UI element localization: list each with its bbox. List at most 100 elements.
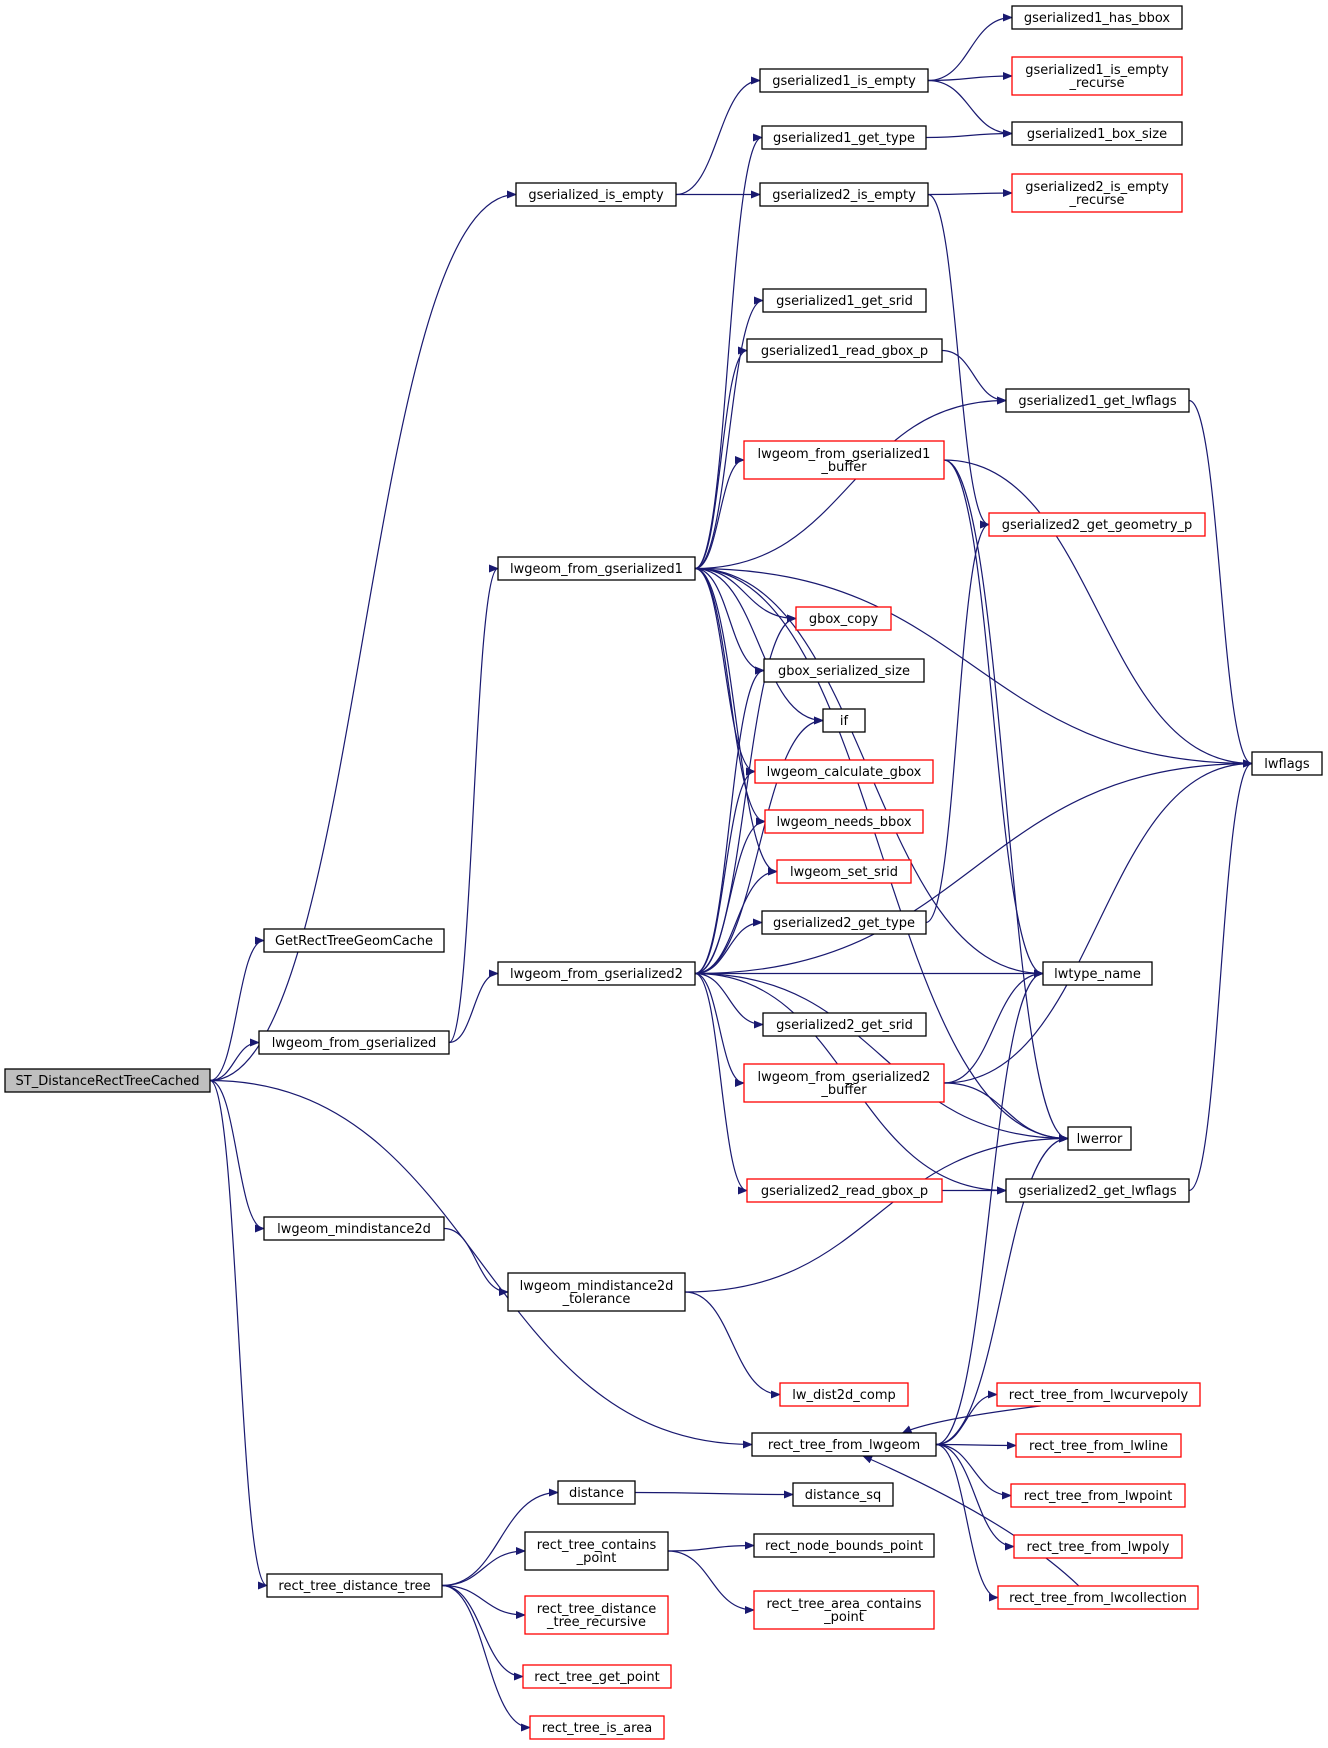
edge-lwgeom-from-gserialized2-to-gserialized2-get-srid — [694, 972, 764, 1029]
node-label: _buffer — [820, 460, 867, 475]
node-rect-tree-from-lwgeom[interactable]: rect_tree_from_lwgeom — [751, 1432, 937, 1457]
node-box — [996, 1382, 1201, 1407]
node-rect-node-bounds-point[interactable]: rect_node_bounds_point — [753, 1533, 935, 1558]
node-lwgeom-calculate-gbox[interactable]: lwgeom_calculate_gbox — [754, 759, 934, 784]
node-lwgeom-from-gserialized[interactable]: lwgeom_from_gserialized — [258, 1030, 450, 1055]
node-rect-tree-is-area[interactable]: rect_tree_is_area — [529, 1715, 665, 1740]
node-rect-tree-from-lwline[interactable]: rect_tree_from_lwline — [1015, 1433, 1182, 1458]
node-box — [822, 708, 866, 733]
node-rect-tree-from-lwcollection[interactable]: rect_tree_from_lwcollection — [997, 1585, 1199, 1610]
edge-lwgeom-from-gserialized1-to-gserialized1-read-gbox-p — [694, 346, 748, 570]
node-lwgeom-from-gserialized1-buffer[interactable]: lwgeom_from_gserialized1_buffer — [743, 440, 945, 480]
node-lwgeom-set-srid[interactable]: lwgeom_set_srid — [776, 859, 912, 884]
node-gserialized2-read-gbox-p[interactable]: gserialized2_read_gbox_p — [746, 1178, 943, 1203]
node-box — [522, 1664, 672, 1689]
node-box — [266, 1573, 443, 1598]
node-lwgeom-mindistance2d-tolerance[interactable]: lwgeom_mindistance2d_tolerance — [507, 1272, 686, 1312]
node-rect-tree-get-point[interactable]: rect_tree_get_point — [522, 1664, 672, 1689]
node-lwtype-name[interactable]: lwtype_name — [1042, 961, 1153, 986]
edge-lwgeom-from-gserialized1-to-gbox-copy — [694, 567, 797, 623]
node-gserialized2-get-geometry-p[interactable]: gserialized2_get_geometry_p — [988, 512, 1206, 537]
edge-lwgeom-from-gserialized1-to-gbox-serialized-size — [694, 567, 765, 675]
node-label: rect_tree_distance — [537, 1602, 657, 1617]
node-gserialized1-is-empty-recurse[interactable]: gserialized1_is_empty_recurse — [1011, 56, 1183, 96]
node-lwgeom-from-gserialized2-buffer[interactable]: lwgeom_from_gserialized2_buffer — [743, 1063, 945, 1103]
node-lwgeom-from-gserialized2[interactable]: lwgeom_from_gserialized2 — [497, 961, 696, 986]
node-rect-tree-from-lwpoint[interactable]: rect_tree_from_lwpoint — [1010, 1483, 1186, 1508]
node-label: gserialized2_get_type — [773, 916, 915, 931]
node-box — [762, 288, 927, 313]
node-distance[interactable]: distance — [557, 1480, 636, 1505]
node-distance-sq[interactable]: distance_sq — [792, 1482, 894, 1507]
edge-lwgeom-from-gserialized1-buffer-to-lwtype-name — [943, 459, 1044, 978]
node-label: gserialized2_get_srid — [776, 1018, 913, 1033]
node-box — [763, 658, 925, 683]
edge-rect-tree-from-lwgeom-to-lwerror — [935, 1134, 1069, 1446]
node-gserialized1-get-type[interactable]: gserialized1_get_type — [761, 125, 927, 150]
node-label: gbox_copy — [809, 612, 879, 627]
node-rect-tree-area-contains-point[interactable]: rect_tree_area_contains_point — [753, 1590, 935, 1630]
edge-rect-tree-from-lwgeom-to-rect-tree-from-lwcurvepoly — [935, 1390, 998, 1446]
node-label: gserialized2_get_lwflags — [1018, 1184, 1177, 1199]
edge-lwgeom-from-gserialized1-to-lwgeom-set-srid — [694, 567, 778, 876]
node-gserialized2-get-type[interactable]: gserialized2_get_type — [761, 910, 927, 935]
edge-lwgeom-from-gserialized2-to-gserialized2-read-gbox-p — [694, 972, 748, 1195]
edge-gserialized1-get-lwflags-to-lwflags — [1188, 399, 1253, 768]
node-gbox-serialized-size[interactable]: gbox_serialized_size — [763, 658, 925, 683]
edge-gserialized2-get-type-to-gserialized2-get-geometry-p — [925, 520, 990, 924]
node-gbox-copy[interactable]: gbox_copy — [795, 606, 892, 631]
node-lwgeom-from-gserialized1[interactable]: lwgeom_from_gserialized1 — [497, 556, 696, 581]
node-lwerror[interactable]: lwerror — [1067, 1126, 1132, 1151]
node-lwgeom-mindistance2d[interactable]: lwgeom_mindistance2d — [263, 1216, 445, 1241]
node-rect-tree-distance-tree[interactable]: rect_tree_distance_tree — [266, 1573, 443, 1598]
edge-st-distancerecttreecached-to-rect-tree-distance-tree — [209, 1079, 268, 1590]
node-box — [4, 1068, 211, 1093]
node-st-distancerecttreecached[interactable]: ST_DistanceRectTreeCached — [4, 1068, 211, 1093]
node-gserialized1-box-size[interactable]: gserialized1_box_size — [1011, 121, 1183, 146]
node-label: ST_DistanceRectTreeCached — [16, 1074, 200, 1089]
node-box — [1011, 56, 1183, 96]
edge-lwgeom-from-gserialized1-to-gserialized1-get-lwflags — [694, 396, 1007, 570]
node-box — [743, 1063, 945, 1103]
node-label: _recurse — [1068, 193, 1124, 208]
node-rect-tree-distance-tree-recursive[interactable]: rect_tree_distance_tree_recursive — [524, 1595, 669, 1635]
node-gserialized1-get-srid[interactable]: gserialized1_get_srid — [762, 288, 927, 313]
node-if[interactable]: if — [822, 708, 866, 733]
edge-lwgeom-from-gserialized2-to-lwgeom-set-srid — [694, 867, 778, 975]
node-lwflags[interactable]: lwflags — [1251, 751, 1323, 776]
edge-lwgeom-from-gserialized2-to-lwflags — [694, 759, 1253, 975]
edge-lwgeom-from-gserialized1-to-lwflags — [694, 567, 1253, 768]
node-label: gserialized1_is_empty — [772, 74, 916, 89]
node-box — [746, 338, 943, 363]
node-lwgeom-needs-bbox[interactable]: lwgeom_needs_bbox — [764, 809, 924, 834]
edge-rect-tree-distance-tree-to-rect-tree-is-area — [441, 1584, 531, 1732]
node-label: lwgeom_from_gserialized2 — [510, 967, 683, 982]
node-rect-tree-contains-point[interactable]: rect_tree_contains_point — [524, 1531, 669, 1571]
edge-lwgeom-from-gserialized2-buffer-to-lwflags — [943, 759, 1253, 1084]
node-label: lw_dist2d_comp — [792, 1388, 896, 1403]
node-gserialized2-get-lwflags[interactable]: gserialized2_get_lwflags — [1005, 1178, 1190, 1203]
node-label: rect_tree_from_lwcurvepoly — [1009, 1388, 1189, 1403]
node-gserialized1-get-lwflags[interactable]: gserialized1_get_lwflags — [1005, 388, 1190, 413]
node-gserialized2-is-empty[interactable]: gserialized2_is_empty — [759, 182, 929, 207]
node-gserialized2-get-srid[interactable]: gserialized2_get_srid — [762, 1012, 927, 1037]
node-box — [1011, 121, 1183, 146]
node-label: gserialized2_is_empty — [1025, 180, 1169, 195]
edge-lwgeom-mindistance2d-to-lwgeom-mindistance2d-tolerance — [443, 1227, 509, 1296]
node-rect-tree-from-lwcurvepoly[interactable]: rect_tree_from_lwcurvepoly — [996, 1382, 1201, 1407]
node-rect-tree-from-lwpoly[interactable]: rect_tree_from_lwpoly — [1013, 1534, 1183, 1559]
node-box — [1067, 1126, 1132, 1151]
node-lw-dist2d-comp[interactable]: lw_dist2d_comp — [779, 1382, 909, 1407]
edge-gserialized2-get-lwflags-to-lwflags — [1188, 759, 1253, 1192]
node-getrecttreegeomcache[interactable]: GetRectTreeGeomCache — [263, 928, 445, 953]
node-label: lwerror — [1077, 1132, 1123, 1147]
edge-rect-tree-from-lwgeom-to-rect-tree-from-lwcollection — [935, 1443, 999, 1602]
node-box — [524, 1595, 669, 1635]
nodes-layer: ST_DistanceRectTreeCached GetRectTreeGeom… — [4, 5, 1323, 1740]
node-gserialized1-read-gbox-p[interactable]: gserialized1_read_gbox_p — [746, 338, 943, 363]
edge-rect-tree-from-lwgeom-to-rect-tree-from-lwpoly — [935, 1443, 1015, 1551]
node-gserialized-is-empty[interactable]: gserialized_is_empty — [515, 182, 677, 207]
node-gserialized1-is-empty[interactable]: gserialized1_is_empty — [759, 68, 929, 93]
node-gserialized2-is-empty-recurse[interactable]: gserialized2_is_empty_recurse — [1011, 173, 1183, 213]
node-gserialized1-has-bbox[interactable]: gserialized1_has_bbox — [1011, 5, 1183, 30]
